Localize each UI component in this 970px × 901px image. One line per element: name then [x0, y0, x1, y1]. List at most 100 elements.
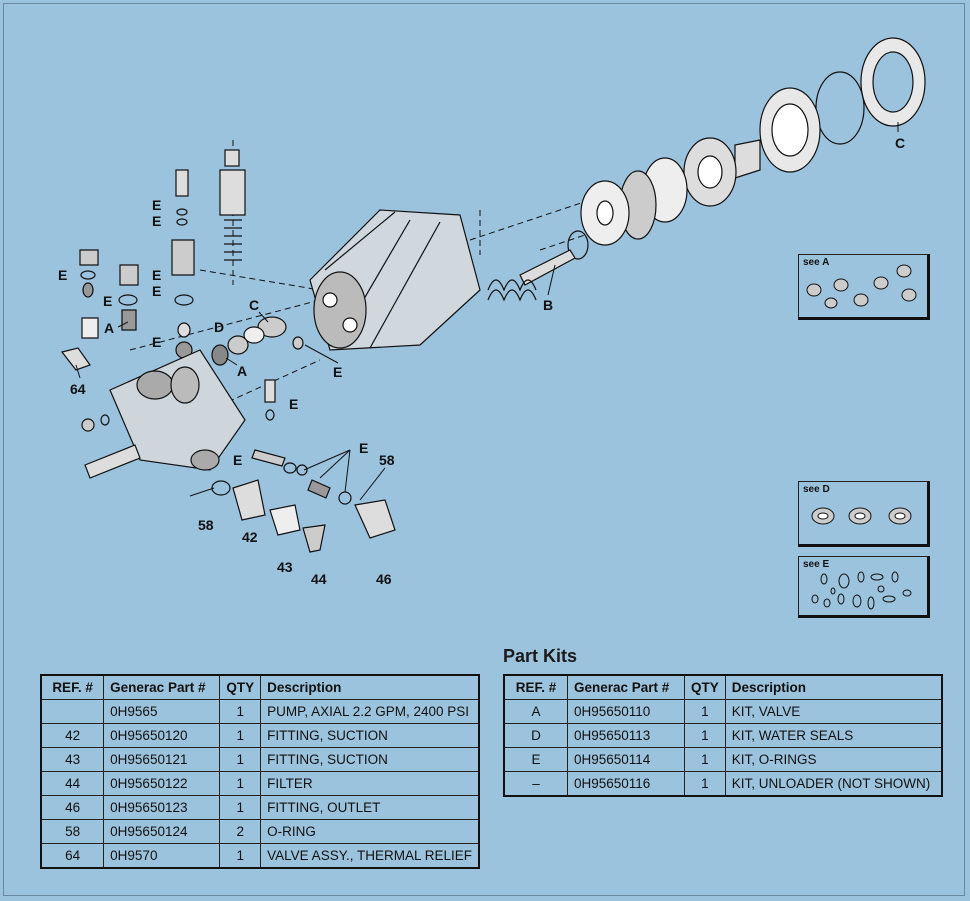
cell-description: KIT, WATER SEALS	[724, 723, 943, 748]
cell-part: 0H95650113	[567, 723, 685, 748]
cell-part: 0H95650116	[567, 771, 685, 797]
callout-e: E	[152, 267, 161, 283]
col-description: Description	[260, 674, 480, 700]
cell-description: FITTING, SUCTION	[260, 723, 480, 748]
cell-ref: E	[503, 747, 568, 772]
inset-label: see D	[803, 484, 830, 495]
callout-46: 46	[376, 571, 392, 587]
cell-description: KIT, UNLOADER (NOT SHOWN)	[724, 771, 943, 797]
callout-e: E	[103, 293, 112, 309]
table-row: A 0H95650110 1 KIT, VALVE	[503, 699, 943, 724]
cell-qty: 1	[684, 771, 726, 797]
callout-e: E	[359, 440, 368, 456]
page-frame	[3, 3, 965, 896]
cell-description: VALVE ASSY., THERMAL RELIEF	[260, 843, 480, 869]
cell-qty: 1	[684, 747, 726, 772]
table-header-row: REF. # Generac Part # QTY Description	[503, 674, 943, 700]
callout-e: E	[289, 396, 298, 412]
cell-qty: 1	[219, 699, 262, 724]
cell-part: 0H95650114	[567, 747, 685, 772]
table-row: 0H9565 1 PUMP, AXIAL 2.2 GPM, 2400 PSI	[40, 699, 480, 724]
cell-description: PUMP, AXIAL 2.2 GPM, 2400 PSI	[260, 699, 480, 724]
col-qty: QTY	[684, 674, 726, 700]
water-seal-icons	[811, 507, 912, 525]
cell-part: 0H95650124	[103, 819, 221, 844]
col-part: Generac Part #	[103, 674, 221, 700]
callout-42: 42	[242, 529, 258, 545]
cell-part: 0H95650121	[103, 747, 221, 772]
col-ref: REF. #	[503, 674, 568, 700]
callout-64: 64	[70, 381, 86, 397]
table-row: D 0H95650113 1 KIT, WATER SEALS	[503, 723, 943, 748]
cell-qty: 1	[219, 723, 262, 748]
cell-description: KIT, VALVE	[724, 699, 943, 724]
col-description: Description	[724, 674, 943, 700]
table-row: 43 0H95650121 1 FITTING, SUCTION	[40, 747, 480, 772]
cell-ref: 43	[40, 747, 105, 772]
o-ring-icons	[811, 571, 912, 610]
cell-description: FITTING, OUTLET	[260, 795, 480, 820]
inset-label: see E	[803, 559, 830, 570]
cell-ref: 44	[40, 771, 105, 796]
cell-ref: 58	[40, 819, 105, 844]
part-kits-table: REF. # Generac Part # QTY Description A …	[503, 674, 943, 797]
parts-table: REF. # Generac Part # QTY Description 0H…	[40, 674, 480, 869]
cell-part: 0H95650120	[103, 723, 221, 748]
callout-c-top: C	[895, 135, 905, 151]
callout-44: 44	[311, 571, 327, 587]
table-row: 42 0H95650120 1 FITTING, SUCTION	[40, 723, 480, 748]
table-row: 58 0H95650124 2 O-RING	[40, 819, 480, 844]
cell-ref: –	[503, 771, 568, 797]
col-qty: QTY	[219, 674, 262, 700]
table-row: – 0H95650116 1 KIT, UNLOADER (NOT SHOWN)	[503, 771, 943, 797]
cell-ref: A	[503, 699, 568, 724]
callout-e: E	[152, 283, 161, 299]
cell-qty: 1	[219, 843, 262, 869]
cell-ref: 42	[40, 723, 105, 748]
inset-label: see A	[803, 257, 830, 268]
cell-part: 0H9565	[103, 699, 221, 724]
table-row: 44 0H95650122 1 FILTER	[40, 771, 480, 796]
valve-kit-icons	[806, 264, 917, 309]
cell-part: 0H95650110	[567, 699, 685, 724]
callout-e: E	[333, 364, 342, 380]
table-row: 46 0H95650123 1 FITTING, OUTLET	[40, 795, 480, 820]
table-row: E 0H95650114 1 KIT, O-RINGS	[503, 747, 943, 772]
cell-qty: 2	[219, 819, 262, 844]
part-kits-title: Part Kits	[503, 646, 578, 666]
inset-see-e: see E	[798, 556, 930, 618]
exploded-pump-diagram: C B C D A A E E E E E E E E E E E 58 58 …	[58, 37, 926, 587]
callout-e: E	[152, 334, 161, 350]
col-part: Generac Part #	[567, 674, 685, 700]
cell-part: 0H9570	[103, 843, 221, 869]
callout-a-left: A	[104, 320, 114, 336]
cell-description: KIT, O-RINGS	[724, 747, 943, 772]
inset-see-a: see A	[798, 254, 930, 320]
col-ref: REF. #	[40, 674, 105, 700]
cell-qty: 1	[219, 795, 262, 820]
inset-see-d: see D	[798, 481, 930, 547]
table-header-row: REF. # Generac Part # QTY Description	[40, 674, 480, 700]
callout-e: E	[58, 267, 67, 283]
cell-ref: 46	[40, 795, 105, 820]
cell-part: 0H95650122	[103, 771, 221, 796]
cell-part: 0H95650123	[103, 795, 221, 820]
callout-e: E	[233, 452, 242, 468]
cell-ref	[40, 699, 105, 724]
cell-qty: 1	[684, 699, 726, 724]
cell-description: FITTING, SUCTION	[260, 747, 480, 772]
cell-description: FILTER	[260, 771, 480, 796]
cell-ref: 64	[40, 843, 105, 869]
cell-qty: 1	[219, 747, 262, 772]
callout-58-right: 58	[379, 452, 395, 468]
callout-d: D	[214, 319, 224, 335]
callout-b: B	[543, 297, 553, 313]
cell-qty: 1	[219, 771, 262, 796]
cell-qty: 1	[684, 723, 726, 748]
callout-58-left: 58	[198, 517, 214, 533]
cell-description: O-RING	[260, 819, 480, 844]
callout-c-mid: C	[249, 297, 259, 313]
callout-e: E	[152, 197, 161, 213]
callout-e: E	[152, 213, 161, 229]
callout-43: 43	[277, 559, 293, 575]
